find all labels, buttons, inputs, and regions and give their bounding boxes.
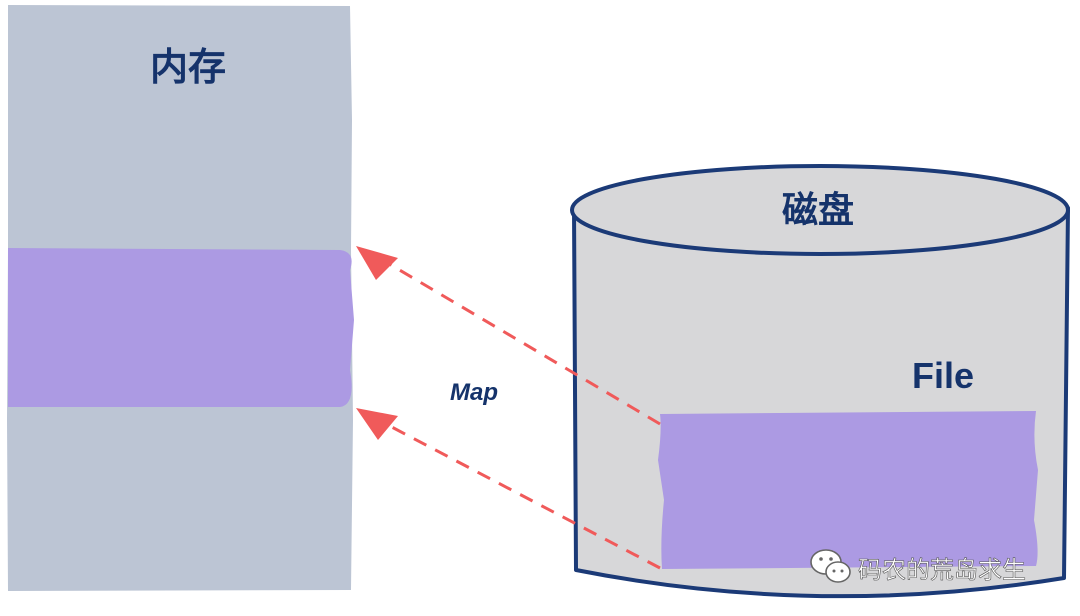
watermark: 码农的荒岛求生 [810,549,1026,584]
map-arrow-bottom [385,422,661,570]
file-label: File [912,355,974,396]
memory-mapped-region [8,248,354,407]
disk-cylinder: 磁盘 File [570,164,1070,599]
wechat-icon [810,549,851,583]
arrowhead-bottom [356,408,398,440]
arrowhead-top [356,246,398,280]
mapping-arrows: Map [356,246,661,570]
memory-label: 内存 [150,45,226,89]
disk-label: 磁盘 [782,189,854,231]
map-arrow-top [385,260,661,426]
memory-block: 内存 [7,5,354,591]
map-label: Map [450,379,498,406]
file-region [658,411,1038,569]
watermark-text: 码农的荒岛求生 [858,556,1026,584]
disk-top [570,164,1070,256]
